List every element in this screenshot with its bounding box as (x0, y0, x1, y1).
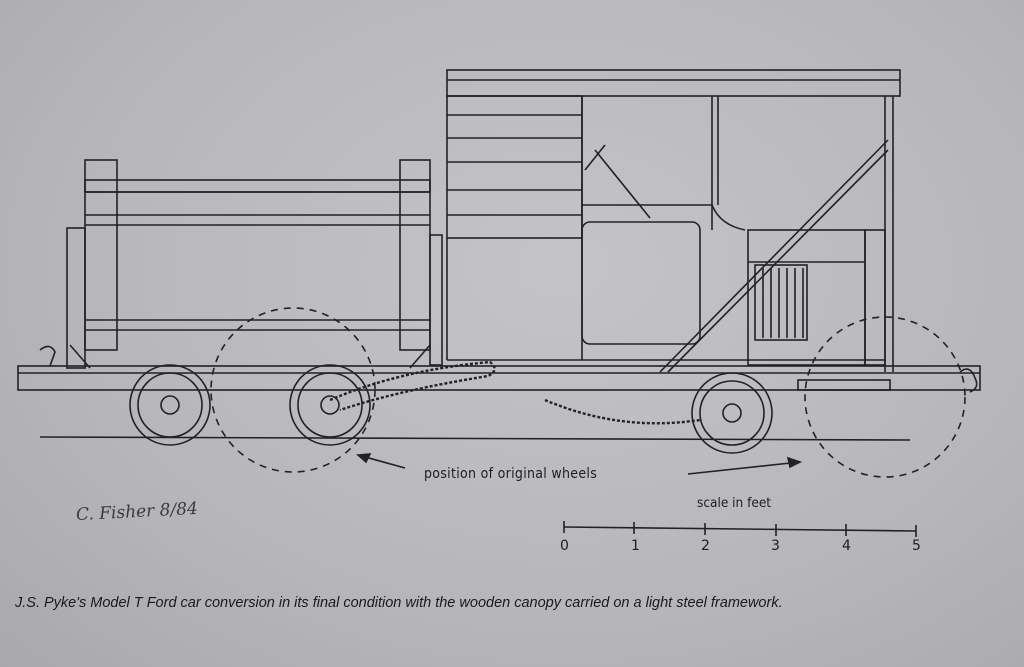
wheel-2 (289, 364, 371, 446)
figure-caption: J.S. Pyke's Model T Ford car conversion … (15, 595, 783, 611)
rear-chain (544, 398, 701, 425)
scale-tick-label: 2 (701, 538, 710, 554)
wheel-3 (691, 372, 773, 454)
scale-tick-label: 1 (631, 538, 640, 554)
scale-tick-label: 5 (912, 538, 921, 554)
arrow-right (687, 456, 803, 475)
scale-tick-label: 0 (560, 538, 569, 554)
scale-bar (563, 521, 917, 537)
drive-chain (329, 360, 496, 412)
ground-line (39, 436, 911, 441)
original-wheel-rear-dashed (804, 316, 966, 478)
scale-tick-label: 4 (842, 538, 851, 554)
wagon-body (39, 159, 443, 369)
cab (446, 69, 901, 373)
arrow-left (356, 453, 406, 469)
original-wheels-label: position of original wheels (424, 466, 598, 482)
scale-tick-label: 3 (771, 538, 780, 554)
wheel-1 (129, 364, 211, 446)
chassis-frame (17, 365, 981, 393)
scale-title: scale in feet (697, 495, 772, 511)
bonnet (747, 229, 886, 366)
